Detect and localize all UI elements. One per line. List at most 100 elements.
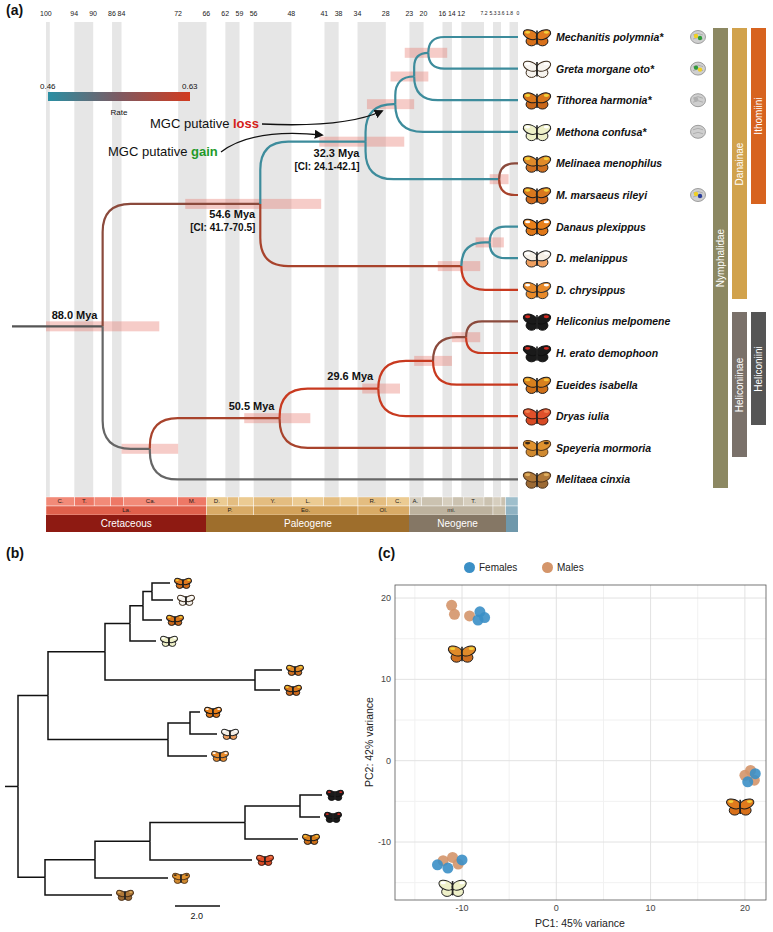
- butterfly-body: [461, 647, 463, 661]
- wing-spot: [173, 637, 176, 639]
- butterfly-icon: [447, 644, 477, 662]
- time-tick: 84: [118, 10, 126, 18]
- stage-abbreviation: C.: [395, 498, 401, 505]
- tree-branch: [428, 53, 518, 69]
- geologic-cell: [409, 497, 421, 506]
- wing-spot: [544, 347, 549, 350]
- wing-spot: [129, 891, 132, 893]
- butterfly-body: [332, 813, 334, 822]
- callout-arrow: [262, 111, 382, 125]
- butterfly-icon: [166, 614, 185, 625]
- butterfly-body: [536, 473, 538, 487]
- brain-icon: [691, 62, 706, 75]
- brain-outline: [691, 189, 706, 202]
- butterfly-body: [739, 800, 741, 814]
- species-name: Methona confusa*: [556, 126, 646, 138]
- butterfly-body: [536, 315, 538, 329]
- geologic-cell: [442, 497, 452, 506]
- wing-spot: [544, 94, 549, 97]
- node-age: 88.0 Mya: [52, 309, 98, 322]
- brain-outline: [691, 125, 706, 138]
- rate-scale-label: Rate: [111, 108, 128, 117]
- tree-branch: [433, 361, 518, 385]
- tree-branch: [152, 583, 170, 592]
- butterfly-icon: [522, 217, 552, 235]
- scale-bar: [175, 905, 220, 907]
- time-stripe: [442, 22, 451, 497]
- tree-branch: [95, 841, 150, 859]
- wing-spot: [525, 220, 530, 223]
- geologic-cell: [358, 506, 409, 515]
- brain-region: [694, 192, 698, 196]
- wing-spot: [525, 410, 530, 413]
- wing-spot: [297, 686, 300, 688]
- tree-branch: [45, 877, 112, 895]
- brain-icon: [691, 189, 706, 202]
- tree-branch: [150, 841, 252, 860]
- grid-major: [395, 679, 766, 680]
- period-band: Cretaceous: [46, 515, 206, 532]
- callout-arrow: [221, 133, 322, 152]
- axis-tick: 10: [646, 903, 656, 913]
- stage-abbreviation: mi.: [447, 507, 455, 514]
- tree-branch: [499, 179, 518, 195]
- tree-branch: [48, 652, 105, 696]
- time-tick: 5.3: [489, 11, 496, 17]
- butterfly-body: [536, 125, 538, 139]
- axis-tick: 0: [554, 903, 559, 913]
- time-tick: 20: [420, 10, 428, 18]
- wing-spot: [269, 856, 272, 858]
- species-name: Heliconius melpomene: [556, 315, 670, 327]
- time-tick: 16: [438, 10, 446, 18]
- wing-spot: [326, 813, 329, 815]
- axis-tick: 10: [381, 674, 391, 684]
- butterfly-icon: [522, 249, 552, 267]
- time-tick: 12: [457, 10, 465, 18]
- wing-spot: [544, 126, 549, 129]
- tree-branch: [150, 823, 245, 842]
- butterfly-body: [292, 686, 294, 695]
- tree-branch: [461, 266, 518, 290]
- wing-spot: [544, 473, 549, 476]
- grid-minor: [395, 638, 766, 639]
- tree-branch: [260, 142, 365, 204]
- period-band: Neogene: [409, 515, 505, 532]
- geologic-cell: [493, 497, 501, 506]
- stage-abbreviation: La.: [122, 507, 130, 514]
- geologic-cell: [111, 497, 124, 506]
- butterfly-icon: [522, 312, 552, 330]
- legend-swatch: [542, 562, 553, 573]
- wing-spot: [525, 157, 530, 160]
- geologic-cell: [358, 497, 387, 506]
- butterfly-icon: [522, 470, 552, 488]
- stage-abbreviation: Ca.: [146, 498, 155, 505]
- stage-abbreviation: T.: [471, 498, 476, 505]
- tree-branch: [466, 337, 518, 353]
- butterfly-body: [536, 31, 538, 45]
- wing-spot: [525, 252, 530, 255]
- tree-branch: [260, 204, 461, 266]
- time-stripe: [493, 22, 501, 497]
- butterfly-body: [536, 157, 538, 171]
- tree-branch: [378, 389, 518, 417]
- geologic-cell: [340, 497, 358, 506]
- species-name: H. erato demophoon: [556, 347, 658, 359]
- wing-spot: [179, 596, 182, 598]
- stage-abbreviation: Ol.: [379, 507, 387, 514]
- brain-icon: [691, 94, 706, 107]
- wing-spot: [544, 284, 549, 287]
- butterfly-body: [185, 596, 187, 605]
- butterfly-icon: [174, 577, 193, 588]
- tree-branch: [395, 104, 518, 132]
- grid-minor: [697, 585, 698, 900]
- sample-point: [442, 863, 453, 874]
- butterfly-icon: [437, 878, 467, 896]
- time-tick: 41: [320, 10, 328, 18]
- panel-letter: (b): [6, 545, 24, 561]
- wing-spot: [544, 220, 549, 223]
- tree-branch: [103, 326, 150, 448]
- time-tick: 1.8: [506, 11, 513, 17]
- axis-tick: 20: [740, 903, 750, 913]
- butterfly-icon: [725, 797, 755, 815]
- butterfly-body: [264, 856, 266, 865]
